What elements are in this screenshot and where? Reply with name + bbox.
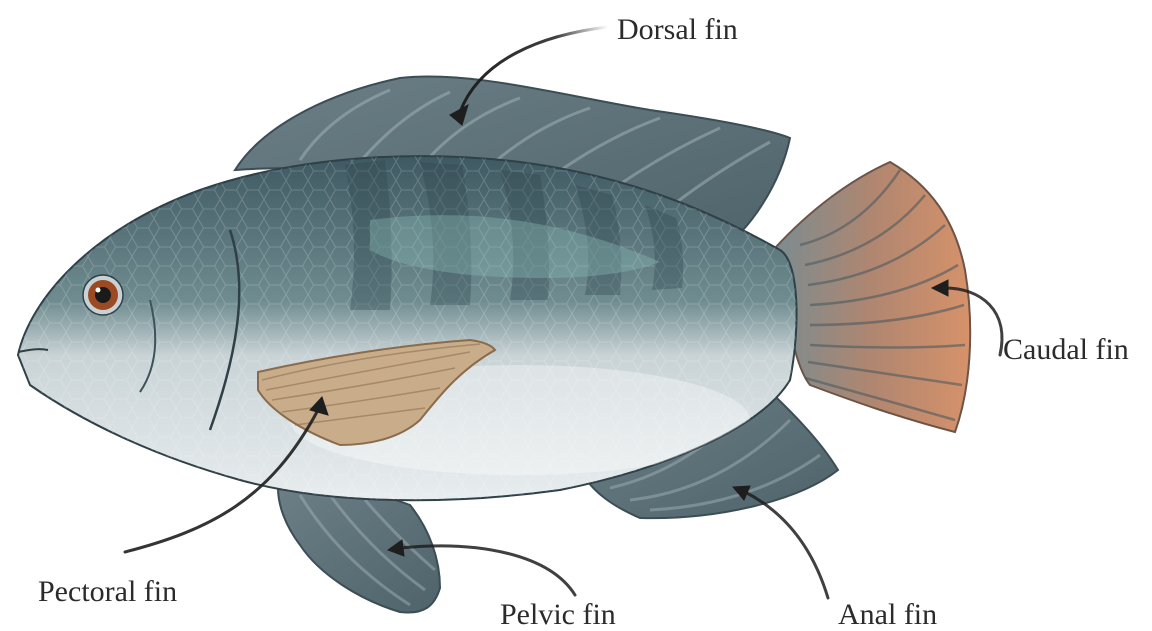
anal-fin-arrow — [745, 492, 828, 598]
pelvic-fin — [278, 485, 440, 612]
pelvic-fin-label: Pelvic fin — [500, 600, 616, 630]
dorsal-fin-label: Dorsal fin — [617, 15, 738, 45]
caudal-fin-label: Caudal fin — [1003, 335, 1129, 365]
pectoral-fin-label: Pectoral fin — [38, 577, 177, 607]
caudal-fin — [775, 162, 970, 432]
anal-fin-label: Anal fin — [838, 600, 937, 630]
eye — [83, 275, 123, 315]
